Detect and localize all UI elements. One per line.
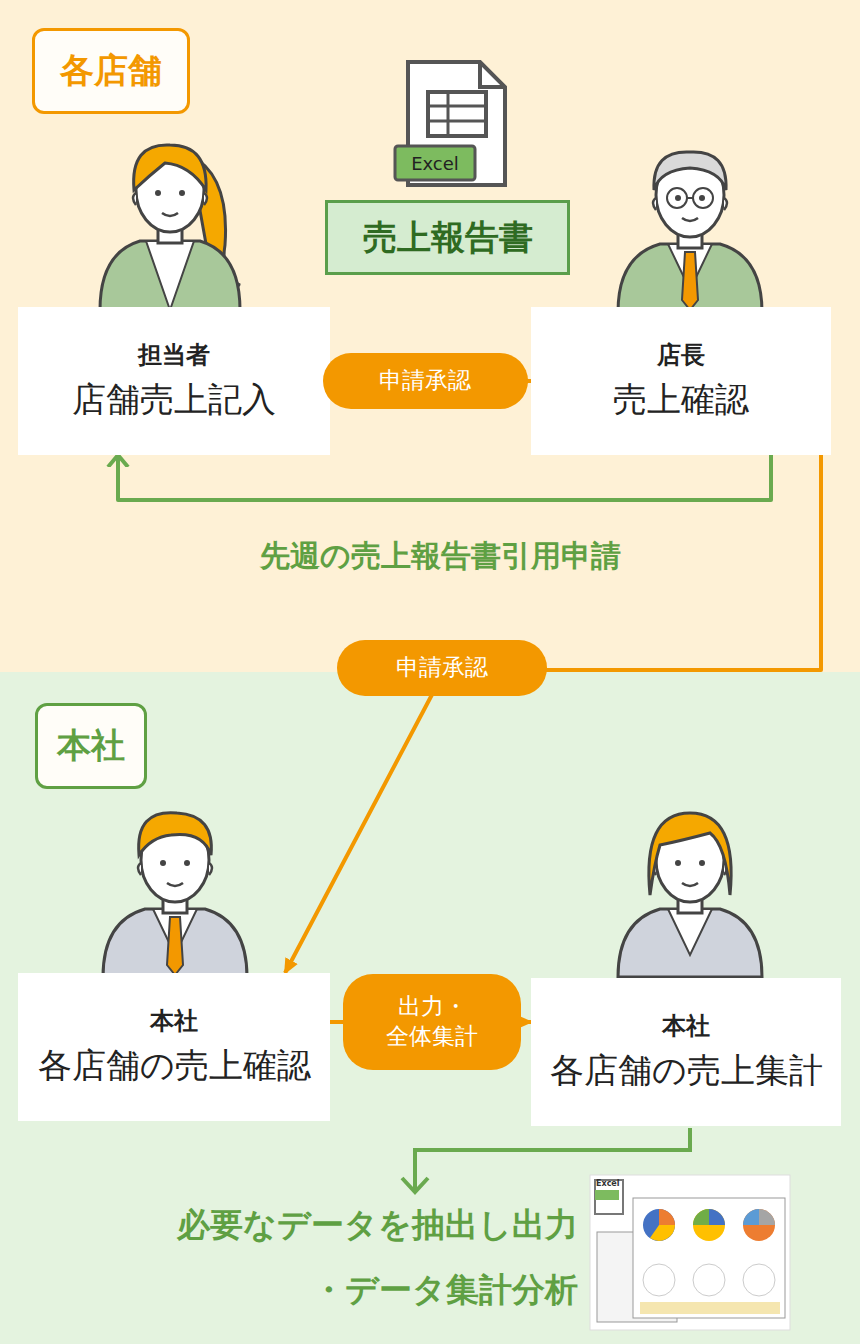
box-heading: 担当者 <box>138 339 210 371</box>
box-heading: 本社 <box>662 1010 710 1042</box>
store-region-tag: 各店舗 <box>32 28 190 114</box>
hq-region-tag: 本社 <box>35 703 147 789</box>
manager-man <box>618 152 762 312</box>
process-box: 店長売上確認 <box>531 307 831 455</box>
box-text: 各店舗の売上確認 <box>38 1043 311 1089</box>
box-text: 店舗売上記入 <box>72 377 276 423</box>
process-box: 担当者店舗売上記入 <box>18 307 330 455</box>
hq-man <box>103 813 247 977</box>
excel-icon <box>395 62 505 185</box>
box-heading: 店長 <box>657 339 705 371</box>
output-note: 必要なデータを抽出し出力 <box>177 1203 578 1248</box>
box-text: 売上報告書 <box>363 215 533 261</box>
staff-woman <box>100 145 240 310</box>
flow-connector <box>330 379 531 383</box>
edge-label-pill: 出力・ 全体集計 <box>343 974 521 1070</box>
thumbnail-file-label: Excel <box>596 1179 620 1188</box>
edge-label-pill: 申請承認 <box>323 353 528 409</box>
edge-label-text: 先週の売上報告書引用申請 <box>260 536 621 577</box>
region-band: 各店舗売上報告書担当者店舗売上記入 店長売上確認 <box>0 0 860 672</box>
process-box: 本社各店舗の売上集計 <box>531 978 841 1126</box>
analysis-note: ・データ集計分析 <box>312 1268 578 1313</box>
box-text: 各店舗の売上集計 <box>550 1048 823 1094</box>
box-text: 売上確認 <box>613 377 749 423</box>
flow-connector <box>330 1020 531 1024</box>
file-type-label: Excel <box>395 146 475 180</box>
output-arrowhead <box>402 1178 428 1192</box>
box-heading: 本社 <box>150 1005 198 1037</box>
report-thumbnail <box>590 1175 790 1330</box>
process-box: 本社各店舗の売上確認 <box>18 973 330 1121</box>
flow-connector <box>118 455 771 500</box>
hq-woman <box>618 813 762 977</box>
edge-label-pill: 申請承認 <box>337 640 547 696</box>
flow-connector <box>285 455 821 973</box>
document-label: 売上報告書 <box>325 200 570 275</box>
